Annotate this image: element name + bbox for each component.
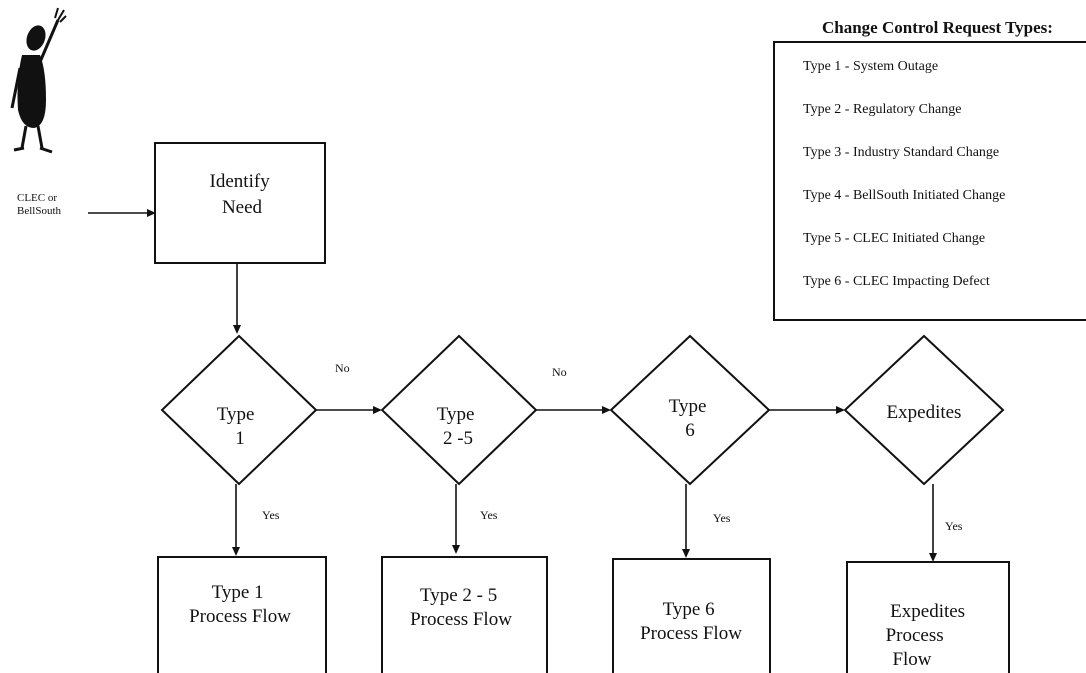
legend-item: Type 6 - CLEC Impacting Defect: [803, 273, 1005, 316]
no-label-2: No: [552, 365, 567, 379]
legend-title: Change Control Request Types:: [822, 18, 1053, 38]
source-label-line: CLEC or: [17, 192, 57, 204]
legend-item: Type 1 - System Outage: [803, 58, 1005, 101]
yes-label-3: Yes: [713, 511, 731, 525]
decision-expedites-label: Expedites: [887, 402, 962, 423]
legend-item: Type 4 - BellSouth Initiated Change: [803, 187, 1005, 230]
legend-item: Type 3 - Industry Standard Change: [803, 144, 1005, 187]
waving-person-icon: [12, 8, 66, 152]
yes-label-1: Yes: [262, 508, 280, 522]
legend-list: Type 1 - System Outage Type 2 - Regulato…: [803, 58, 1005, 316]
legend-item: Type 2 - Regulatory Change: [803, 101, 1005, 144]
legend-item: Type 5 - CLEC Initiated Change: [803, 230, 1005, 273]
yes-label-2: Yes: [480, 508, 498, 522]
source-label: CLEC or BellSouth: [17, 192, 62, 217]
no-label-1: No: [335, 361, 350, 375]
yes-label-4: Yes: [945, 519, 963, 533]
source-label-line: BellSouth: [17, 205, 62, 217]
